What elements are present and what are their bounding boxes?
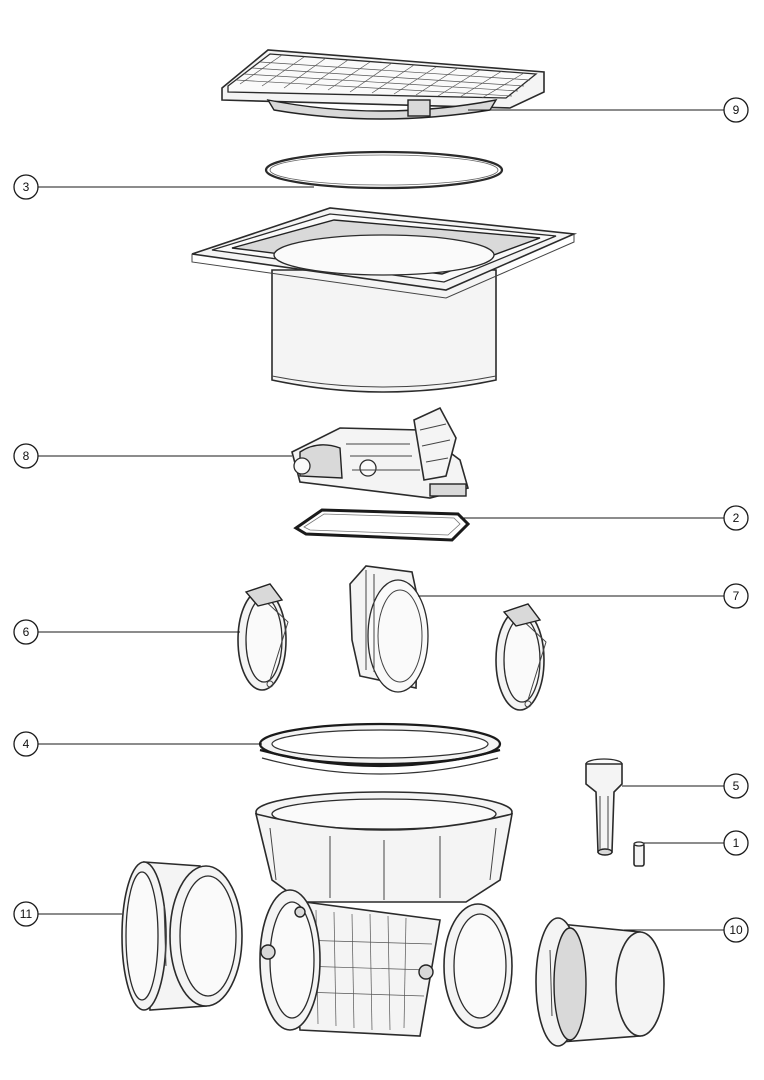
- callout-circle: [13, 619, 39, 645]
- callout-number: 5: [733, 779, 740, 793]
- side-flap-right-icon: [495, 603, 547, 711]
- callout-7: 7: [723, 583, 749, 609]
- thin-seal-ring-icon: [264, 150, 504, 190]
- callout-number: 10: [729, 923, 743, 937]
- callout-8: 8: [13, 443, 39, 469]
- main-housing-body-icon: [254, 791, 514, 1037]
- left-pipe-connector-icon: [121, 861, 243, 1011]
- callout-2: 2: [723, 505, 749, 531]
- callout-number: 9: [733, 103, 740, 117]
- callout-3: 3: [13, 174, 39, 200]
- callout-circle: [13, 731, 39, 757]
- callout-10: 10: [723, 917, 749, 943]
- callout-number: 1: [733, 836, 740, 850]
- callout-circle: [13, 174, 39, 200]
- callout-6: 6: [13, 619, 39, 645]
- callout-number: 3: [23, 180, 30, 194]
- small-pin-icon: [633, 841, 645, 867]
- callout-number: 4: [23, 737, 30, 751]
- callout-circle: [13, 443, 39, 469]
- callout-5: 5: [723, 773, 749, 799]
- callout-number: 2: [733, 511, 740, 525]
- callout-circle: [13, 901, 39, 927]
- callout-1: 1: [723, 830, 749, 856]
- plug-stopper-icon: [585, 758, 623, 856]
- callout-number: 7: [733, 589, 740, 603]
- right-pipe-connector-icon: [535, 917, 665, 1047]
- callout-circle: [723, 917, 749, 943]
- rectangular-gasket-icon: [293, 508, 471, 542]
- large-seal-ring-icon: [258, 722, 502, 775]
- leader-lines: [38, 109, 724, 931]
- callout-circle: [723, 505, 749, 531]
- callout-number: 11: [20, 907, 33, 921]
- callout-circle: [723, 773, 749, 799]
- callout-9: 9: [723, 97, 749, 123]
- flap-valve-insert-icon: [291, 406, 469, 499]
- callout-circle: [723, 583, 749, 609]
- callout-circle: [723, 97, 749, 123]
- callout-number: 6: [23, 625, 30, 639]
- square-grate-cover-icon: [221, 49, 545, 120]
- callout-4: 4: [13, 731, 39, 757]
- callout-11: 11: [13, 901, 39, 927]
- callout-number: 8: [23, 449, 30, 463]
- center-flap-insert-icon: [349, 565, 429, 693]
- frame-with-tube-icon: [191, 207, 578, 393]
- side-flap-left-icon: [237, 583, 289, 691]
- callout-circle: [723, 830, 749, 856]
